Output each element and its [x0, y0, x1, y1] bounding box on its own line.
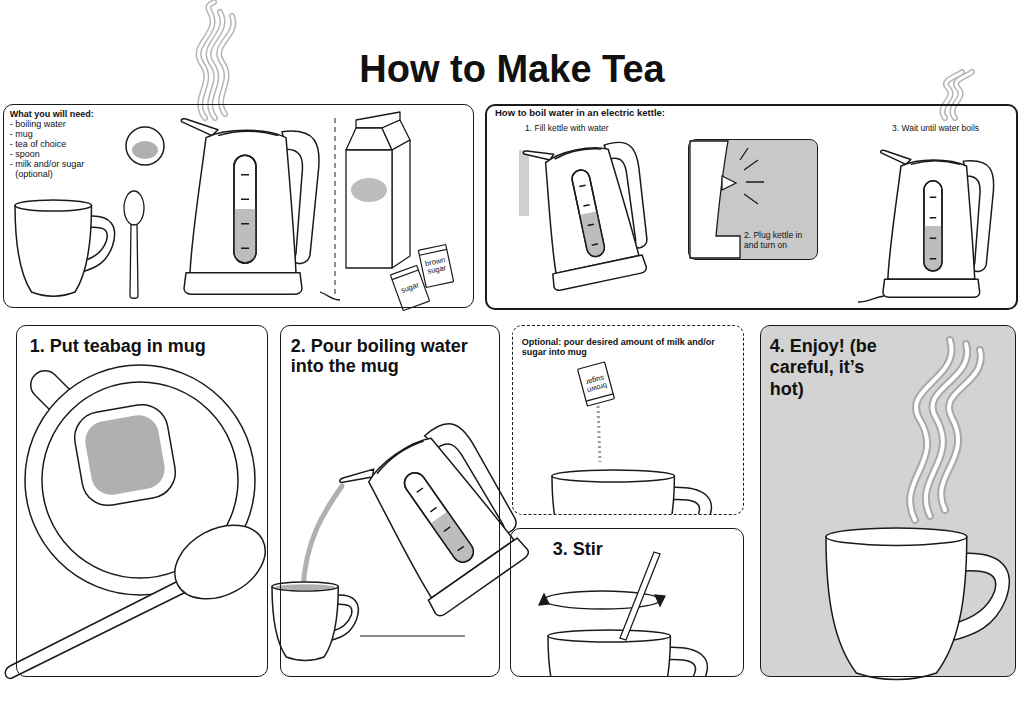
milk-carton	[346, 112, 410, 268]
step-heading: 4. Enjoy! (be careful, it’s hot)	[770, 336, 892, 401]
list-item: - milk and/or sugar (optional)	[10, 159, 105, 180]
mug-drawing	[552, 470, 711, 514]
step-note: Optional: pour desired amount of milk an…	[522, 337, 737, 358]
step-panel: 3. Stir	[510, 528, 744, 677]
cup-drawing	[272, 582, 358, 660]
kettle-drawing	[881, 150, 994, 297]
panel-ground	[689, 140, 817, 259]
list-item: - spoon	[10, 149, 125, 159]
optional-panel: Optional: pour desired amount of milk an…	[512, 325, 744, 515]
spoon-drawing	[124, 191, 144, 298]
step-panel: 2. Pour boiling water into the mug	[280, 325, 500, 677]
tea-dish	[126, 127, 164, 165]
panel: How to boil water in an electric kettle:…	[485, 104, 1018, 310]
step-panel: 4. Enjoy! (be careful, it’s hot)	[760, 325, 1016, 677]
water-stream	[303, 486, 342, 590]
sugar-stream	[598, 406, 600, 462]
list-item: - boiling water	[10, 119, 125, 129]
sugar-packet	[578, 362, 615, 406]
step-text: 1. Fill kettle with water	[525, 124, 665, 134]
divider	[335, 118, 336, 298]
table-line	[360, 636, 465, 637]
step-heading: 1. Put teabag in mug	[30, 336, 260, 357]
sugar-packet	[418, 245, 453, 288]
spoon-drawing	[620, 552, 660, 640]
cord	[320, 292, 340, 300]
stir-arrows	[539, 591, 665, 609]
cord	[858, 296, 884, 302]
list-item: - tea of choice	[10, 139, 125, 149]
list-item: - mug	[10, 129, 125, 139]
kettle-drawing	[339, 405, 544, 620]
step-text: 2. Plug kettle in and turn on	[744, 231, 816, 251]
panel-heading: How to boil water in an electric kettle:	[495, 108, 795, 119]
panel: What you will need:- boiling water- mug-…	[3, 104, 474, 308]
steam	[942, 72, 972, 118]
steam	[199, 2, 234, 118]
step-box: 2. Plug kettle in and turn on	[688, 139, 818, 260]
step-panel: 1. Put teabag in mug	[16, 325, 268, 677]
tap-water	[519, 150, 529, 216]
kettle-drawing	[523, 129, 661, 292]
steam	[910, 340, 981, 520]
title: How to Make Tea	[0, 50, 1024, 88]
step-heading: 3. Stir	[553, 539, 703, 560]
kettle-drawing	[181, 119, 319, 295]
list-heading: What you will need:	[10, 109, 150, 119]
mug-drawing	[826, 528, 1009, 680]
step-heading: 2. Pour boiling water into the mug	[291, 336, 496, 377]
spoon-drawing	[5, 510, 278, 678]
mug-drawing	[15, 200, 115, 296]
step-text: 3. Wait until water boils	[892, 124, 1012, 134]
